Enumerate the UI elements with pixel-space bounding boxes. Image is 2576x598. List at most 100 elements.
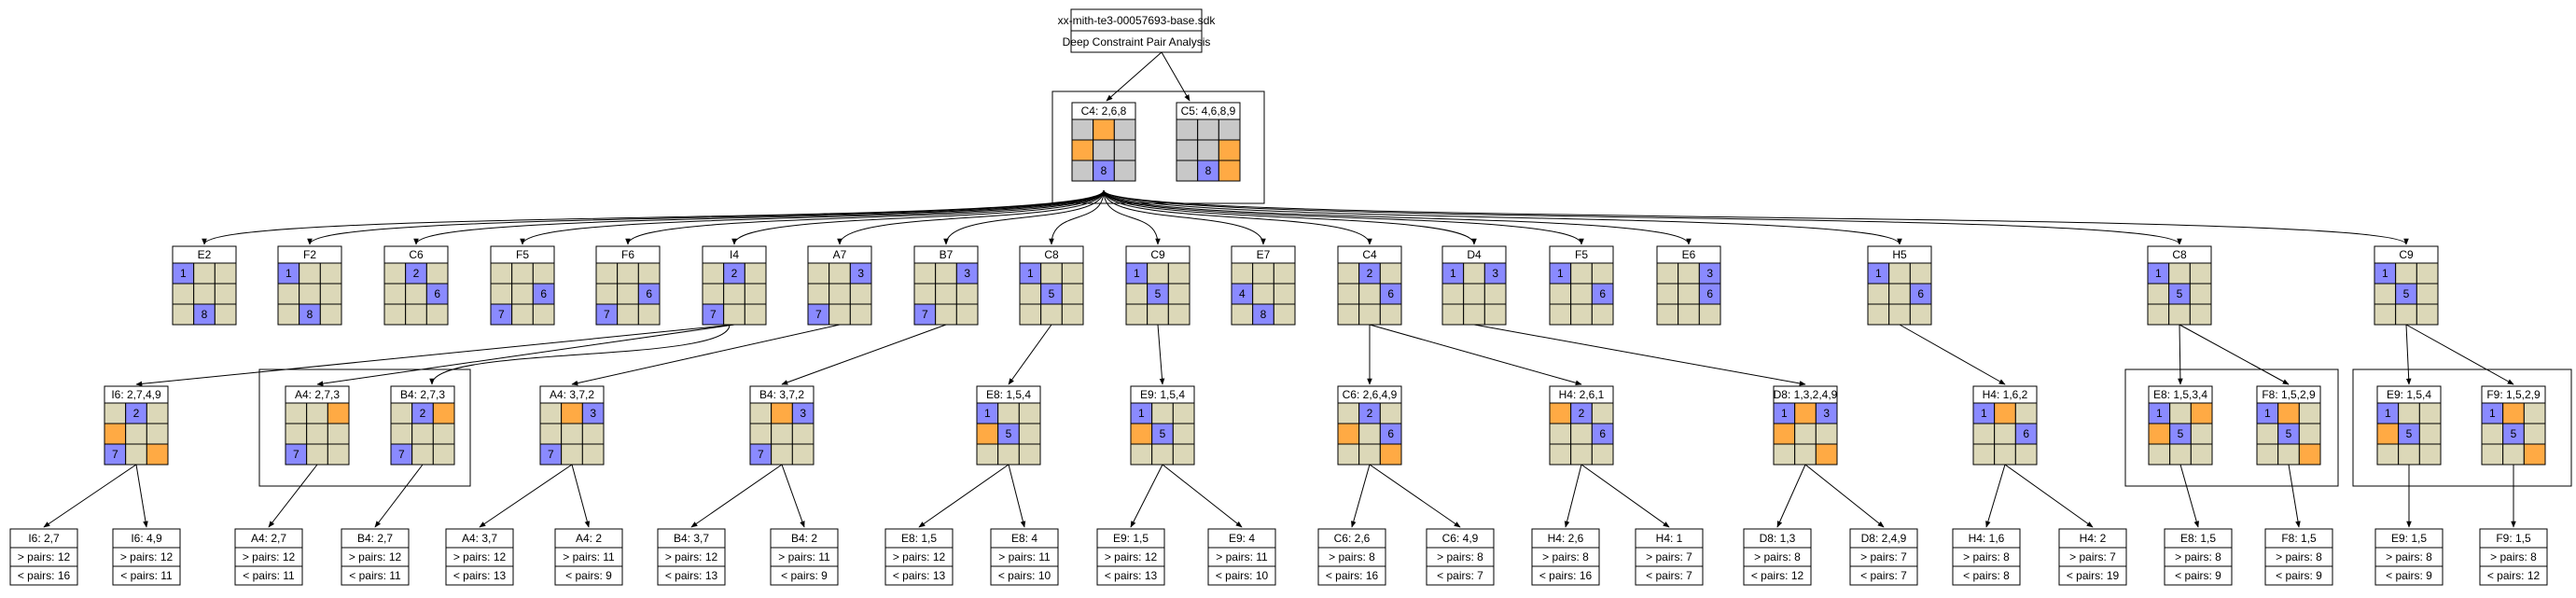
grid-cell: [1252, 283, 1274, 305]
cell-digit: 3: [964, 267, 970, 280]
edge-arrow: [1985, 464, 2006, 528]
grid-cell: [561, 402, 583, 424]
grid-cell: [104, 402, 127, 424]
leaf-label: A4: 3,7: [462, 532, 497, 545]
cell-digit: 6: [646, 287, 652, 300]
grid-cell: [327, 423, 350, 445]
node-label: E6: [1682, 248, 1696, 261]
leaf-greater-pairs: > pairs: 8: [2490, 550, 2537, 563]
grid-cell: [1549, 423, 1572, 445]
grid-cell: [2168, 303, 2191, 326]
node-label: H4: 1,6,2: [1983, 388, 2028, 401]
leaf-node: A4: 2,7> pairs: 12< pairs: 11: [234, 528, 303, 586]
leaf-greater-pairs: > pairs: 11: [563, 550, 615, 563]
grid-cell: [172, 303, 195, 326]
node-label: I4: [730, 248, 739, 261]
leaf-node: C6: 4,9> pairs: 8< pairs: 7: [1426, 528, 1495, 586]
node-label: B4: 3,7,2: [759, 388, 804, 401]
grid-node: B4: 3,7,237: [749, 385, 815, 466]
leaf-less-pairs: < pairs: 13: [453, 569, 507, 582]
node-label: A7: [833, 248, 847, 261]
grid-cell: [1698, 303, 1721, 326]
leaf-greater-pairs: > pairs: 8: [2175, 550, 2221, 563]
grid-cell: [1018, 443, 1041, 466]
grid-cell: [1483, 283, 1507, 305]
grid-cell: [539, 402, 563, 424]
grid-cell: [125, 443, 147, 466]
edge-arrow: [316, 324, 735, 386]
cell-digit: 6: [540, 287, 547, 300]
grid-cell: [1061, 262, 1084, 285]
cell-digit: 5: [1155, 287, 1162, 300]
leaf-box: [2058, 528, 2127, 586]
grid-cell: [771, 423, 793, 445]
grid-cell: [1549, 402, 1572, 424]
edge-arrow: [374, 464, 424, 528]
grid-cell: [1176, 139, 1199, 161]
grid-cell: [1167, 303, 1191, 326]
leaf-node: B4: 3,7> pairs: 12< pairs: 13: [657, 528, 726, 586]
grid-cell: [581, 443, 605, 466]
edge-arrow: [1351, 464, 1371, 528]
grid-cell: [749, 402, 773, 424]
grid-cell: [411, 443, 434, 466]
grid-cell: [390, 402, 413, 424]
cell-digit: 5: [1049, 287, 1055, 300]
grid-cell: [617, 303, 639, 326]
grid-cell: [744, 283, 767, 305]
grid-cell: [581, 423, 605, 445]
grid-cell: [2168, 262, 2191, 285]
leaf-greater-pairs: > pairs: 11: [998, 550, 1051, 563]
grid-cell: [1125, 283, 1149, 305]
cell-digit: 1: [2155, 267, 2162, 280]
grid-cell: [2398, 402, 2420, 424]
node-label: D8: 1,3,2,4,9: [1774, 388, 1838, 401]
grid-cell: [193, 283, 216, 305]
node-label: E8: 1,5,4: [986, 388, 1031, 401]
node-label: C4: [1362, 248, 1377, 261]
leaf-greater-pairs: > pairs: 12: [893, 550, 946, 563]
leaf-less-pairs: < pairs: 10: [998, 569, 1051, 582]
grid-cell: [1019, 283, 1042, 305]
grid-cell: [1019, 303, 1042, 326]
grid-cell: [1549, 443, 1572, 466]
leaf-box: [341, 528, 410, 586]
leaf-less-pairs: < pairs: 7: [1437, 569, 1483, 582]
leaf-greater-pairs: > pairs: 8: [1542, 550, 1589, 563]
cell-digit: 3: [590, 407, 596, 420]
grid-cell: [791, 423, 815, 445]
node-label: F2: [303, 248, 316, 261]
node-label: D4: [1467, 248, 1482, 261]
grid-cell: [791, 443, 815, 466]
grid-cell: [828, 262, 851, 285]
grid-cell: [2277, 443, 2300, 466]
edge-arrow: [268, 464, 318, 528]
grid-cell: [1151, 443, 1174, 466]
edge-arrow: [571, 324, 841, 386]
grid-cell: [1231, 303, 1254, 326]
node-label: E2: [198, 248, 212, 261]
header-subtitle: Deep Constraint Pair Analysis: [1063, 35, 1211, 49]
node-label: C6: 2,6,4,9: [1343, 388, 1398, 401]
leaf-box: [2264, 528, 2333, 586]
grid-cell: [1888, 303, 1911, 326]
cluster-layer: [258, 90, 2572, 487]
leaf-box: [112, 528, 181, 586]
grid-node: E8: 1,5,415: [976, 385, 1041, 466]
leaf-label: C6: 2,6: [1334, 532, 1371, 545]
grid-cell: [617, 283, 639, 305]
grid-cell: [1061, 303, 1084, 326]
grid-cell: [1337, 303, 1360, 326]
grid-cell: [2189, 303, 2212, 326]
cell-digit: 8: [202, 308, 208, 321]
leaf-label: H4: 1,6: [1969, 532, 2005, 545]
leaf-label: F9: 1,5: [2496, 532, 2531, 545]
leaf-box: [990, 528, 1059, 586]
cell-digit: 2: [731, 267, 738, 280]
leaf-less-pairs: < pairs: 13: [1105, 569, 1158, 582]
grid-cell: [1463, 262, 1485, 285]
grid-cell: [723, 283, 745, 305]
cluster-box: [2352, 369, 2572, 487]
grid-node: A4: 2,7,37: [285, 385, 350, 466]
